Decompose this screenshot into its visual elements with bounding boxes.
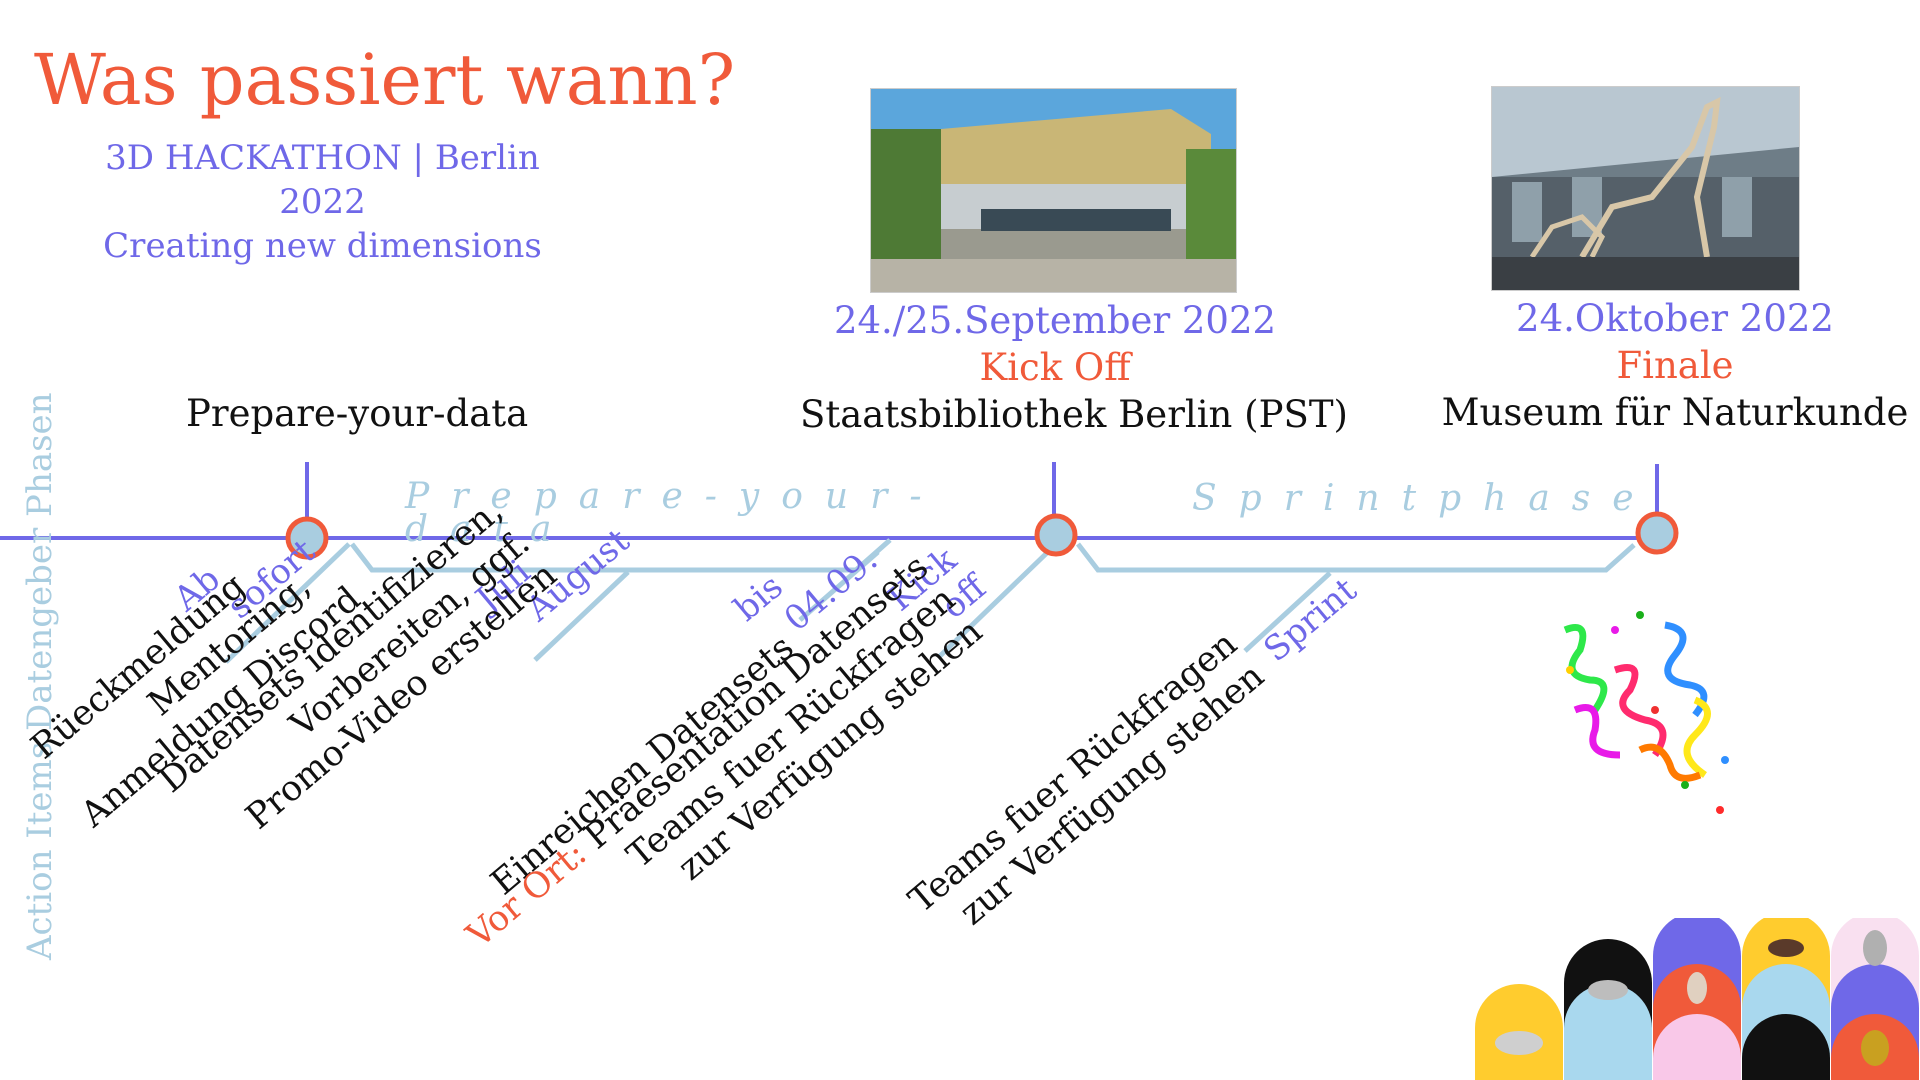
milestone-place: Museum für Naturkunde bbox=[1441, 391, 1909, 434]
phase-prepare-label: Prepare-your- data bbox=[405, 476, 944, 550]
subtitle-line: 2022 bbox=[279, 182, 366, 222]
subtitle: 3D HACKATHON | Berlin 2022 Creating new … bbox=[90, 136, 555, 268]
staatsbibliothek-photo bbox=[870, 88, 1237, 293]
milestone-date: 24.Oktober 2022 bbox=[1516, 297, 1834, 340]
milestone-title: Prepare-your-data bbox=[186, 392, 529, 435]
milestone-place: Staatsbibliothek Berlin (PST) bbox=[800, 393, 1348, 436]
phase-line: data bbox=[405, 509, 574, 550]
naturkunde-photo bbox=[1491, 86, 1800, 291]
milestone-finale: 24.Oktober 2022 Finale Museum für Naturk… bbox=[1425, 300, 1920, 431]
milestone-label: Finale bbox=[1616, 344, 1734, 387]
subtitle-line: 3D HACKATHON | Berlin bbox=[105, 138, 540, 178]
milestone-label: Kick Off bbox=[979, 346, 1131, 389]
subtitle-line: Creating new dimensions bbox=[103, 226, 542, 266]
phase-sprint-label: Sprintphase bbox=[1192, 478, 1656, 519]
confetti-icon bbox=[1563, 611, 1729, 814]
phase-line: Prepare-your- bbox=[405, 476, 944, 517]
milestone-kickoff: 24./25.September 2022 Kick Off Staatsbib… bbox=[800, 299, 1348, 436]
page-title: Was passiert wann? bbox=[34, 39, 736, 121]
milestone-date: 24./25.September 2022 bbox=[833, 299, 1277, 342]
decorative-arches bbox=[1475, 918, 1919, 1080]
milestone-prepare: Prepare-your-data bbox=[186, 395, 528, 432]
side-label: Action Items Datengeber Phasen bbox=[20, 392, 60, 960]
